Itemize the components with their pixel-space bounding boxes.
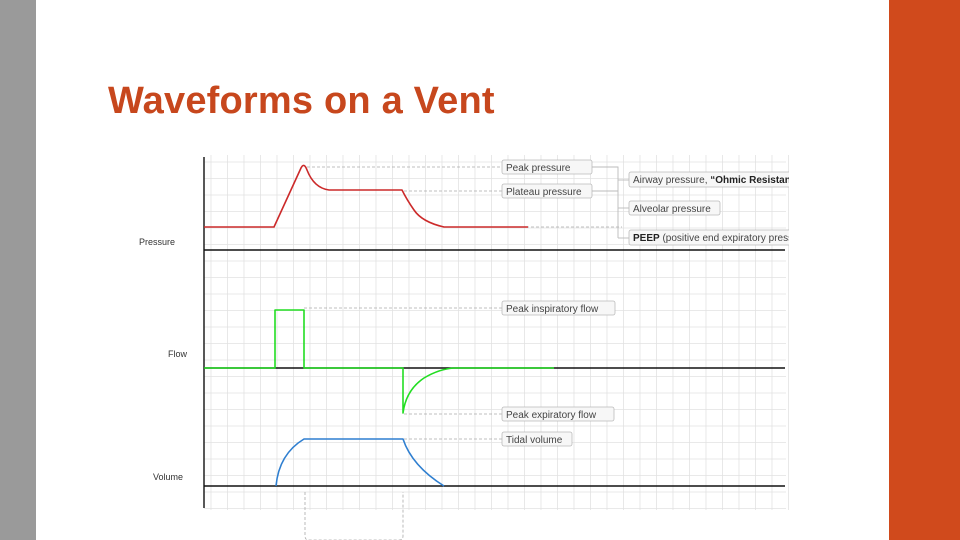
airway-pressure-label: Airway pressure, “Ohmic Resistance” bbox=[633, 175, 789, 186]
peak-expiratory-flow-label: Peak expiratory flow bbox=[506, 410, 597, 421]
grid bbox=[204, 155, 789, 510]
peep-box bbox=[628, 229, 789, 246]
peep-label: PEEP (positive end expiratory pressure) bbox=[633, 233, 789, 244]
ventilator-waveform-diagram: Pressure Flow Volume Peak pressure Plate… bbox=[124, 140, 789, 540]
alveolar-pressure-box bbox=[628, 200, 721, 216]
pressure-row-label: Pressure bbox=[139, 237, 175, 247]
tidal-volume-label: Tidal volume bbox=[506, 435, 563, 446]
alveolar-pressure-label: Alveolar pressure bbox=[633, 204, 711, 215]
right-accent-bar bbox=[889, 0, 960, 540]
peak-inspiratory-flow-label: Peak inspiratory flow bbox=[506, 304, 599, 315]
peep-definition-text: (positive end expiratory pressure) bbox=[660, 233, 789, 244]
peak-pressure-label: Peak pressure bbox=[506, 163, 571, 174]
pressure-waveform bbox=[204, 164, 528, 228]
flow-waveform bbox=[204, 309, 554, 414]
volume-waveform bbox=[275, 438, 445, 487]
peak-expiratory-flow-box bbox=[501, 406, 615, 422]
airway-pressure-box bbox=[628, 171, 789, 188]
slide-title: Waveforms on a Vent bbox=[108, 80, 495, 122]
airway-pressure-text: Airway pressure, bbox=[633, 175, 710, 186]
peak-inspiratory-flow-box bbox=[501, 300, 616, 316]
left-accent-bar bbox=[0, 0, 36, 540]
flow-row-label: Flow bbox=[168, 349, 188, 359]
volume-row-label: Volume bbox=[153, 472, 183, 482]
pressure-callout-bracket bbox=[592, 166, 619, 238]
tidal-volume-box bbox=[501, 431, 573, 447]
plateau-pressure-label: Plateau pressure bbox=[506, 187, 582, 198]
ohmic-resistance-text: “Ohmic Resistance” bbox=[710, 175, 789, 186]
peep-abbrev-text: PEEP bbox=[633, 233, 660, 244]
inspiration-interval-bracket bbox=[304, 492, 404, 540]
